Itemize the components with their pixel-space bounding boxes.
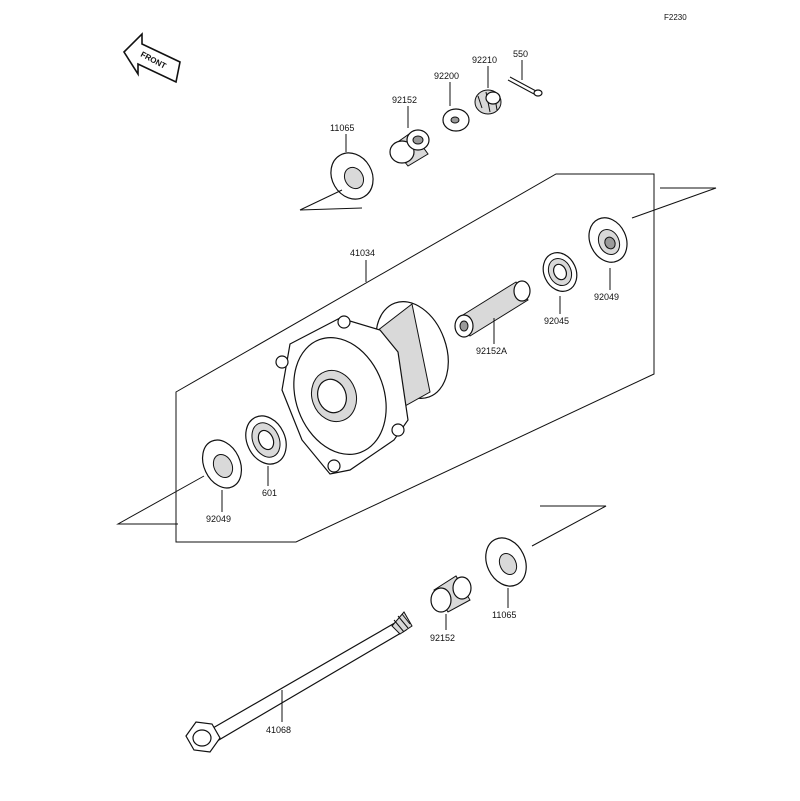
figure-code: F2230: [664, 13, 687, 22]
cotter-pin-550: [507, 76, 543, 97]
collar-92152-top: [389, 129, 430, 167]
label-11065-bottom: 11065: [492, 610, 516, 620]
label-550: 550: [513, 49, 528, 59]
axis-line-bottom-right: [531, 505, 607, 547]
spacer-tube-92152A: [454, 280, 531, 338]
label-92045: 92045: [544, 316, 569, 326]
front-arrow-icon: FRONT: [122, 32, 181, 84]
axis-line-left: [116, 475, 205, 525]
label-92049-left: 92049: [206, 514, 231, 524]
washer-92200: [442, 108, 470, 132]
label-92152-top: 92152: [392, 95, 417, 105]
axis-line-right: [631, 187, 717, 219]
label-92049-right: 92049: [594, 292, 619, 302]
hub-group-frame: [175, 173, 655, 543]
dust-seal-11065-top: [330, 152, 374, 200]
label-11065-top: 11065: [330, 123, 354, 133]
oil-seal-92049-left: [201, 439, 243, 489]
dust-seal-11065-bottom: [485, 537, 527, 587]
oil-seal-92049-right: [588, 217, 628, 263]
label-92200: 92200: [434, 71, 459, 81]
bearing-92045: [542, 252, 578, 292]
castle-nut-92210: [474, 89, 502, 115]
label-41034: 41034: [350, 248, 375, 258]
label-41068: 41068: [266, 725, 291, 735]
label-92210: 92210: [472, 55, 497, 65]
label-601: 601: [262, 488, 277, 498]
collar-92152-bottom: [430, 575, 472, 613]
axle-41068: [185, 611, 413, 753]
bearing-601: [245, 415, 287, 465]
axis-line-top-left-2: [299, 207, 363, 211]
hub-41034: [275, 300, 449, 475]
axis-line-top-left: [299, 189, 343, 211]
label-92152A: 92152A: [476, 346, 507, 356]
label-92152-bottom: 92152: [430, 633, 455, 643]
